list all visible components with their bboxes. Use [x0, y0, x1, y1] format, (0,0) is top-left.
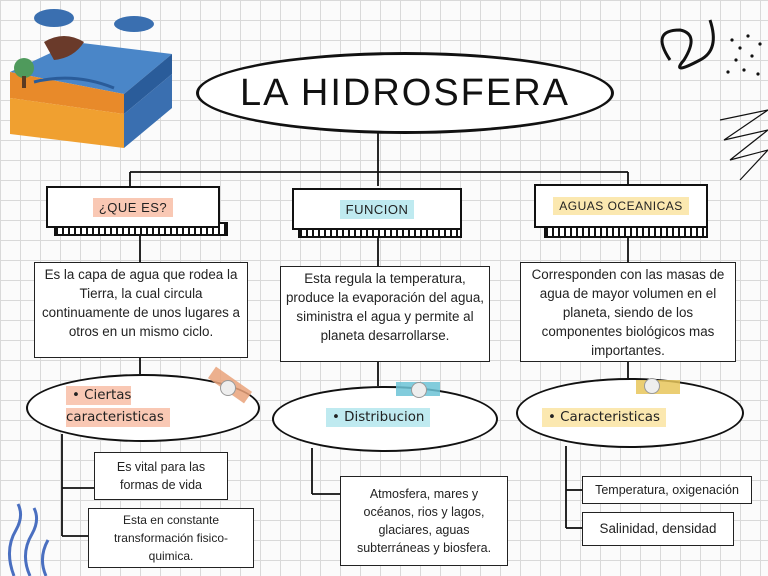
earth-cross-section-illustration [10, 9, 172, 148]
heading-label: ¿QUE ES? [92, 197, 174, 217]
pin-decoration [644, 378, 660, 394]
leaf-box: Atmosfera, mares y océanos, rios y lagos… [340, 476, 508, 566]
leaf-box: Temperatura, oxigenación [582, 476, 752, 504]
column-heading-funcion: FUNCION [292, 188, 462, 230]
subcategory-label: • Distribucion [326, 406, 431, 428]
subcategory-label: • Ciertas caracteristicas [66, 384, 206, 428]
page-title: LA HIDROSFERA [239, 71, 571, 114]
description-box: Es la capa de agua que rodea la Tierra, … [34, 262, 248, 358]
column-heading-que-es: ¿QUE ES? [46, 186, 220, 228]
subcategory-label: • Caracteristicas [542, 406, 666, 428]
column-heading-aguas-oceanicas: AGUAS OCEANICAS [534, 184, 708, 228]
bullet-text: • Distribucion [326, 408, 431, 427]
heading-label: FUNCION [339, 199, 415, 219]
pin-decoration [220, 380, 236, 396]
doodle-decoration [660, 19, 768, 181]
heading-label: AGUAS OCEANICAS [553, 197, 689, 215]
wave-decoration [8, 503, 50, 576]
description-box: Corresponden con las masas de agua de ma… [520, 262, 736, 362]
leaf-box: Esta en constante transformación fisico-… [88, 508, 254, 568]
bullet-text: • Ciertas caracteristicas [66, 386, 170, 427]
bullet-text: • Caracteristicas [542, 408, 666, 427]
pin-decoration [411, 382, 427, 398]
leaf-box: Es vital para las formas de vida [94, 452, 228, 500]
title-oval: LA HIDROSFERA [196, 52, 614, 134]
leaf-box: Salinidad, densidad [582, 512, 734, 546]
description-box: Esta regula la temperatura, produce la e… [280, 266, 490, 362]
